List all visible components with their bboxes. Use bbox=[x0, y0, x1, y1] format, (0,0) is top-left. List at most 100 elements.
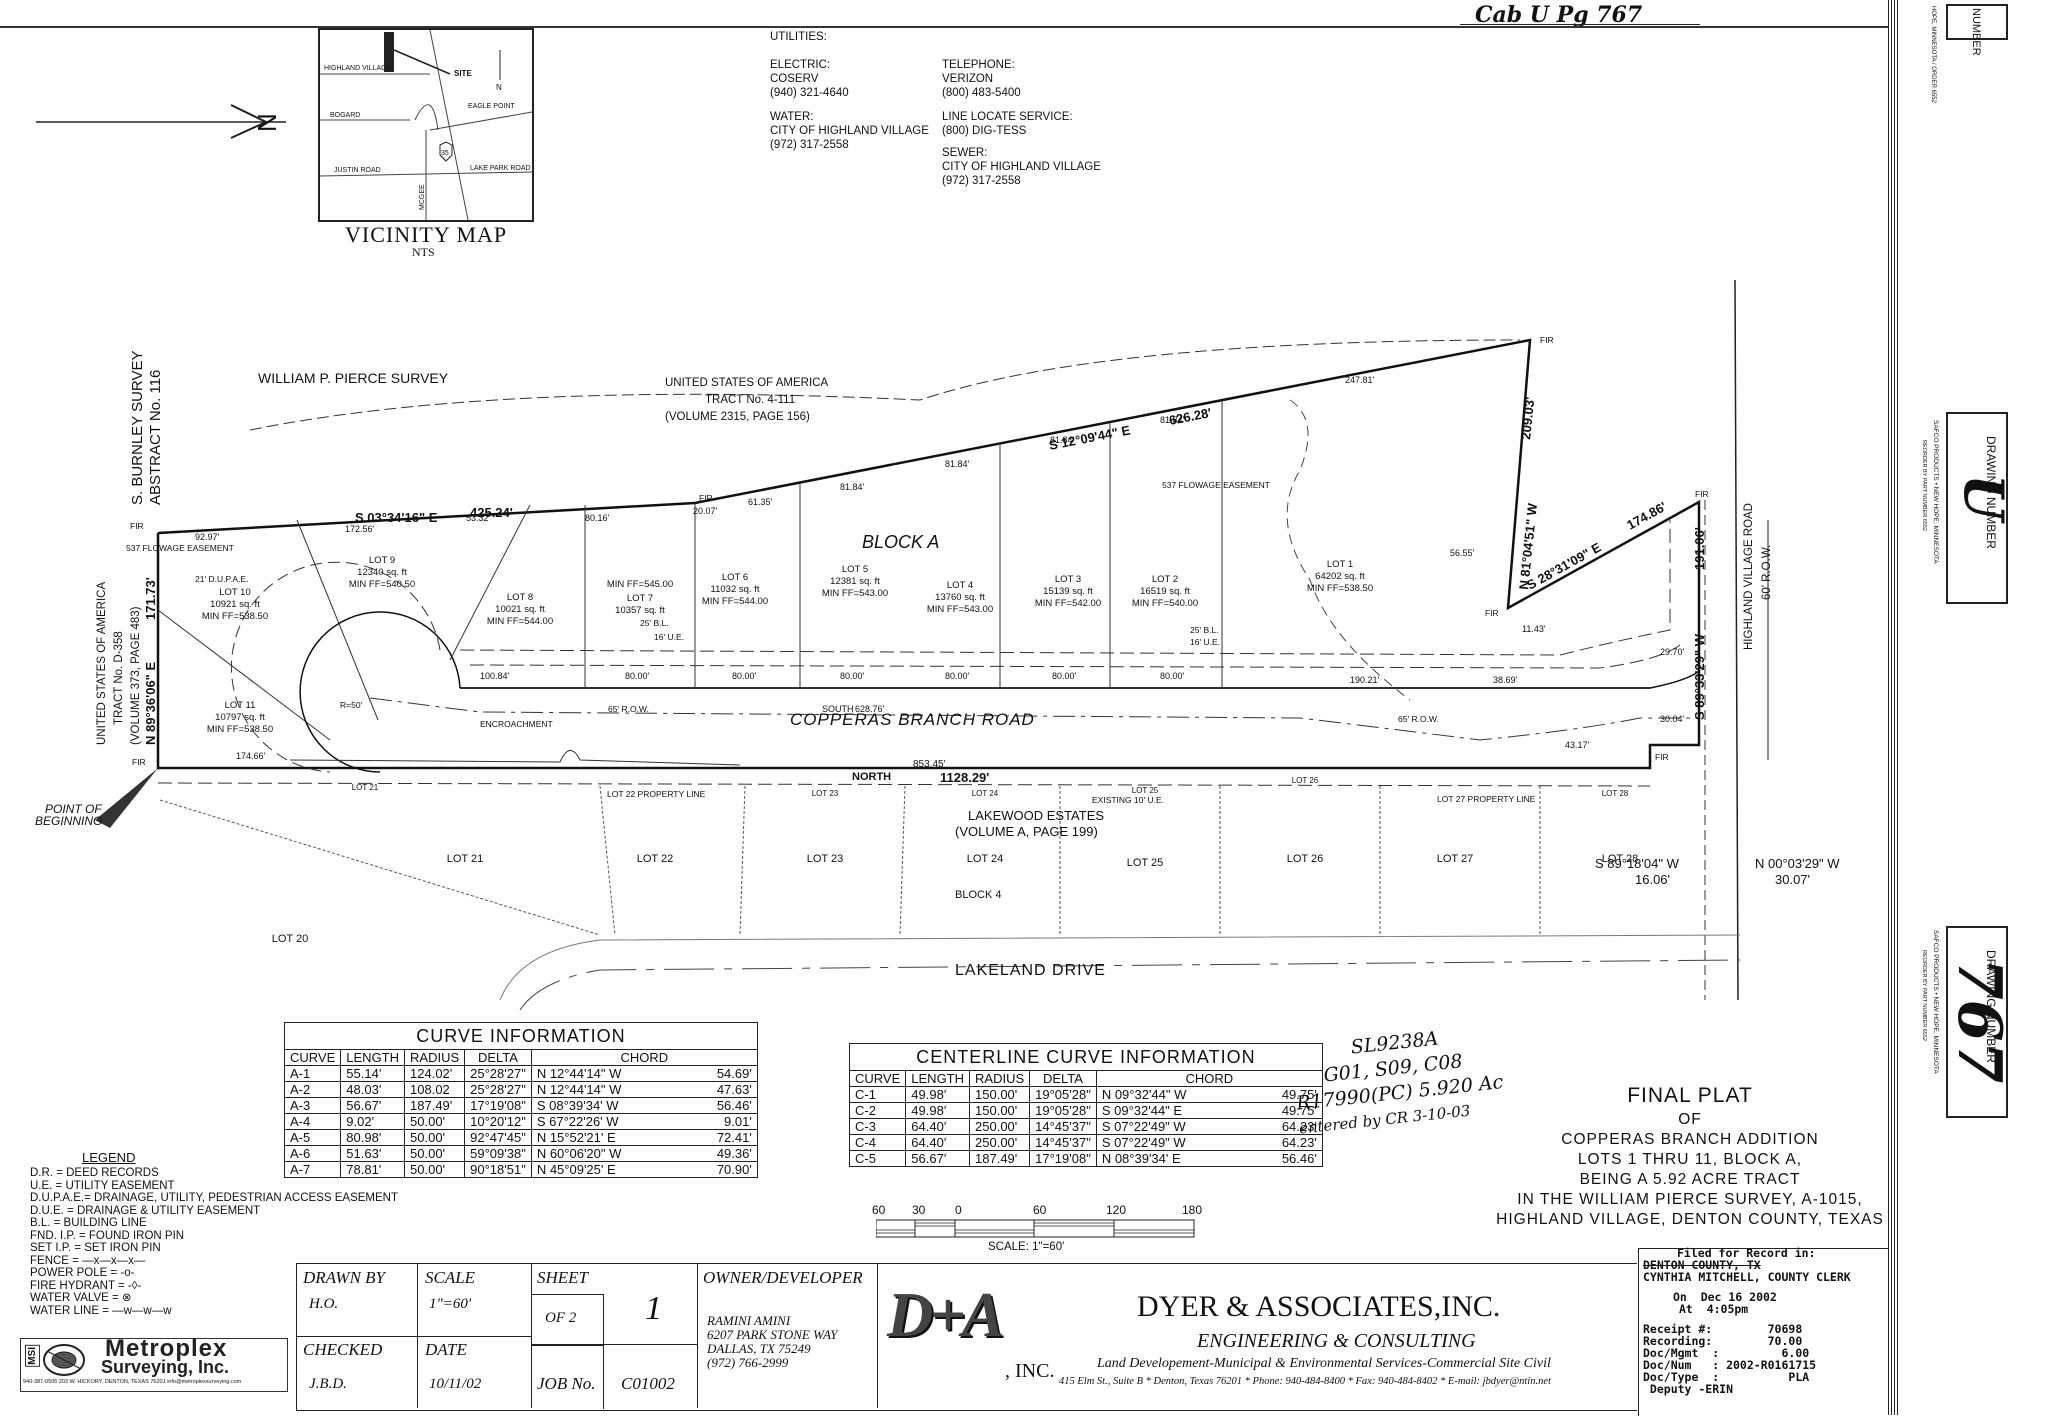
lakeland-drive-label: LAKELAND DRIVE bbox=[955, 962, 1106, 979]
svg-text:15139 sq. ft: 15139 sq. ft bbox=[1043, 586, 1093, 597]
surveyor-name: Metroplex bbox=[105, 1335, 228, 1362]
svg-text:853.45': 853.45' bbox=[913, 759, 946, 770]
svg-text:S 28°31'09" E: S 28°31'09" E bbox=[1524, 539, 1604, 592]
cabinet-note-underline bbox=[1460, 24, 1700, 25]
svg-text:61.35': 61.35' bbox=[748, 497, 773, 507]
svg-text:12381 sq. ft: 12381 sq. ft bbox=[830, 576, 880, 587]
scale-bar: 60 30 0 60 120 180 SCALE: 1"=60' bbox=[872, 1203, 1203, 1253]
svg-text:LOT 6: LOT 6 bbox=[722, 572, 748, 583]
svg-text:ENCROACHMENT: ENCROACHMENT bbox=[480, 719, 553, 729]
svg-text:25' B.L.: 25' B.L. bbox=[1190, 625, 1219, 635]
svg-text:FIR: FIR bbox=[699, 493, 713, 503]
svg-text:MIN FF=540.50: MIN FF=540.50 bbox=[349, 579, 415, 590]
svg-text:(VOLUME 373, PAGE 483): (VOLUME 373, PAGE 483) bbox=[130, 606, 142, 745]
surveyor-contact: 940-387-0506 203 W. HICKORY, DENTON, TEX… bbox=[23, 1379, 242, 1385]
svg-text:10797 sq. ft: 10797 sq. ft bbox=[215, 712, 265, 723]
svg-text:29.70': 29.70' bbox=[1660, 647, 1685, 657]
site-label: SITE bbox=[454, 69, 472, 78]
job-number: C01002 bbox=[621, 1374, 675, 1393]
svg-text:UNITED STATES OF AMERICA: UNITED STATES OF AMERICA bbox=[665, 377, 828, 389]
plat-drawing: WILLIAM P. PIERCE SURVEY UNITED STATES O… bbox=[35, 279, 1840, 1011]
svg-text:FIR: FIR bbox=[130, 521, 144, 531]
sheet-number: 1 bbox=[645, 1290, 662, 1327]
svg-text:LOT 25: LOT 25 bbox=[1132, 786, 1159, 795]
road-name: COPPERAS BRANCH ROAD bbox=[790, 710, 1035, 729]
legend: LEGEND D.R. = DEED RECORDS U.E. = UTILIT… bbox=[30, 1150, 398, 1317]
svg-text:56.55': 56.55' bbox=[1450, 548, 1475, 558]
svg-text:81.84': 81.84' bbox=[840, 482, 865, 492]
scale-value: 1"=60' bbox=[429, 1296, 472, 1312]
svg-text:13760 sq. ft: 13760 sq. ft bbox=[935, 592, 985, 603]
svg-text:81.84': 81.84' bbox=[1160, 415, 1185, 425]
svg-text:FIR: FIR bbox=[1485, 608, 1499, 618]
svg-text:LOT 10: LOT 10 bbox=[219, 587, 251, 598]
svg-text:MIN FF=542.00: MIN FF=542.00 bbox=[1035, 598, 1101, 609]
engineer-services: Land Developement-Municipal & Environmen… bbox=[1097, 1356, 1551, 1371]
svg-text:MIN FF=543.00: MIN FF=543.00 bbox=[927, 604, 993, 615]
svg-text:MIN FF=544.00: MIN FF=544.00 bbox=[487, 616, 553, 627]
owner-label: OWNER/DEVELOPER bbox=[703, 1268, 863, 1287]
recording-stamp: Filed for Record in: DENTON COUNTY, TX C… bbox=[1638, 1247, 1889, 1416]
svg-text:MIN FF=538.50: MIN FF=538.50 bbox=[1307, 583, 1373, 594]
svg-text:LOT 23: LOT 23 bbox=[812, 789, 839, 798]
handwritten-notes: SL9238A G01, S09, C08 R17990(PC) 5.920 A… bbox=[1295, 1027, 1505, 1138]
msi-badge: MSI bbox=[25, 1345, 40, 1367]
owner-info: RAMINI AMINI 6207 PARK STONE WAY DALLAS,… bbox=[707, 1313, 838, 1370]
job-label: JOB No. bbox=[537, 1374, 596, 1393]
svg-text:R=50': R=50' bbox=[340, 700, 363, 710]
svg-text:30.07': 30.07' bbox=[1775, 872, 1810, 887]
svg-text:172.56': 172.56' bbox=[345, 524, 375, 534]
svg-text:65' R.O.W.: 65' R.O.W. bbox=[1398, 714, 1439, 724]
engineer-logo-suffix: , INC. bbox=[1005, 1360, 1055, 1382]
svg-text:80.00': 80.00' bbox=[945, 671, 970, 681]
highway-shield-label: 35 bbox=[441, 150, 449, 157]
drawn-by-label: DRAWN BY bbox=[303, 1268, 386, 1287]
svg-text:209.03': 209.03' bbox=[1518, 396, 1537, 440]
svg-text:FIR: FIR bbox=[132, 757, 146, 767]
svg-text:12340 sq. ft: 12340 sq. ft bbox=[357, 567, 407, 578]
svg-text:ABSTRACT No. 116: ABSTRACT No. 116 bbox=[147, 370, 164, 505]
svg-text:MIN FF=545.00: MIN FF=545.00 bbox=[607, 579, 673, 590]
survey-label: WILLIAM P. PIERCE SURVEY bbox=[258, 370, 449, 386]
cabinet-note: Cab U Pg 767 bbox=[1475, 2, 1643, 28]
svg-text:HIGHLAND VILLAGE: HIGHLAND VILLAGE bbox=[324, 65, 392, 72]
svg-text:SOUTH: SOUTH bbox=[822, 704, 854, 714]
title-block: DRAWN BY H.O. SCALE 1"=60' CHECKED J.B.D… bbox=[296, 1263, 1637, 1411]
svg-text:MCGEE: MCGEE bbox=[419, 184, 426, 210]
svg-text:LOT 1: LOT 1 bbox=[1327, 559, 1353, 570]
utilities-heading: UTILITIES: bbox=[770, 31, 827, 43]
surveyor-logo: MSI Metroplex Surveying, Inc. 940-387-05… bbox=[20, 1335, 288, 1392]
svg-text:80.00': 80.00' bbox=[840, 671, 865, 681]
svg-text:10021 sq. ft: 10021 sq. ft bbox=[495, 604, 545, 615]
drawing-number-box-u: DRAWING NUMBER U bbox=[1946, 412, 2016, 604]
svg-text:N 00°03'29" W: N 00°03'29" W bbox=[1755, 856, 1840, 871]
vicinity-map-title: VICINITY MAP bbox=[345, 222, 508, 247]
svg-text:81.84': 81.84' bbox=[945, 459, 970, 469]
engineer-name: DYER & ASSOCIATES,INC. bbox=[1137, 1290, 1501, 1323]
svg-text:N 89°36'06" E: N 89°36'06" E bbox=[143, 662, 158, 745]
svg-text:HIGHLAND VILLAGE ROAD: HIGHLAND VILLAGE ROAD bbox=[1743, 503, 1755, 650]
svg-text:LOT 28: LOT 28 bbox=[1602, 789, 1629, 798]
sheet-right-border bbox=[1888, 0, 1898, 1415]
svg-text:MIN FF=538.50: MIN FF=538.50 bbox=[207, 724, 273, 735]
svg-text:NORTH: NORTH bbox=[852, 771, 891, 783]
vicinity-map-subtitle: NTS bbox=[412, 245, 435, 259]
utilities: UTILITIES: ELECTRIC:COSERV(940) 321-4640… bbox=[770, 30, 929, 152]
svg-text:628.76': 628.76' bbox=[855, 704, 885, 714]
utilities-col2: TELEPHONE:VERIZON(800) 483-5400 LINE LOC… bbox=[942, 58, 1101, 188]
svg-text:FIR: FIR bbox=[1655, 752, 1669, 762]
checked-label: CHECKED bbox=[303, 1340, 383, 1359]
svg-text:EXISTING 10' U.E.: EXISTING 10' U.E. bbox=[1092, 795, 1164, 805]
svg-text:JUSTIN ROAD: JUSTIN ROAD bbox=[334, 167, 381, 174]
scale-label: SCALE bbox=[425, 1268, 476, 1287]
svg-text:LOT 11: LOT 11 bbox=[225, 700, 256, 711]
svg-text:425.24': 425.24' bbox=[470, 505, 513, 520]
svg-text:TRACT No. 4-111: TRACT No. 4-111 bbox=[705, 394, 795, 406]
svg-text:LOT 22 PROPERTY LINE: LOT 22 PROPERTY LINE bbox=[607, 789, 706, 799]
